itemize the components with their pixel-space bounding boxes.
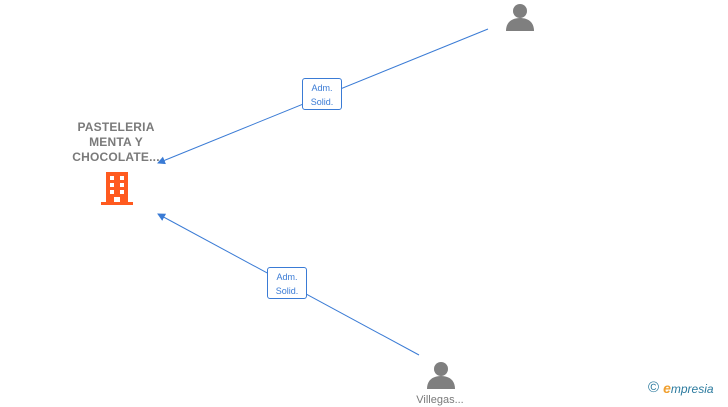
brand-rest: mpresia [670,381,714,396]
building-icon[interactable] [100,170,134,211]
brand-name: empresia [663,378,713,399]
brand-initial: e [663,379,671,396]
empresia-logo[interactable]: © empresia [648,378,714,398]
company-name-line-3[interactable]: CHOCOLATE... [72,150,160,164]
copyright-symbol: © [648,379,660,396]
company-name-line-1[interactable]: PASTELERIA [77,120,155,134]
relation-label-top[interactable]: Adm. Solid. [302,78,342,110]
company-name-line-2[interactable]: MENTA Y [89,135,143,149]
relation-label-line-2: Solid. [275,286,299,296]
relation-label-bottom[interactable]: Adm. Solid. [267,267,307,299]
relation-label-line-1: Adm. [276,272,298,282]
relation-label-line-1: Adm. [311,83,333,93]
person-name[interactable]: Villegas... [416,394,464,406]
person-icon[interactable] [505,2,535,37]
company-name[interactable]: PASTELERIA MENTA Y CHOCOLATE... [56,120,176,165]
relation-label-line-2: Solid. [310,97,334,107]
person-icon[interactable] [426,360,456,395]
